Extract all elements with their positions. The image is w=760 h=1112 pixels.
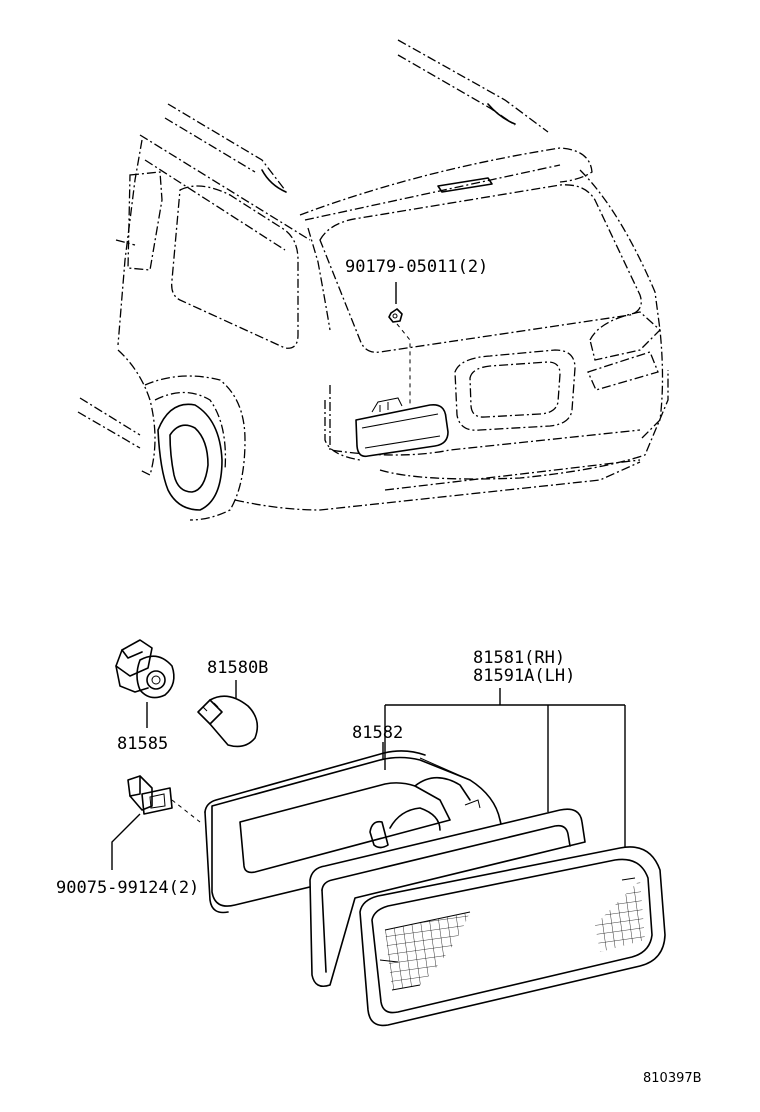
bulb-part (197, 680, 259, 748)
figure-code: 810397B (643, 1071, 702, 1086)
vehicle-rear-view (77, 39, 669, 521)
label-bulb-81580B: 81580B (207, 658, 268, 678)
nut-part (111, 775, 201, 870)
lamp-leader-bracket (384, 688, 626, 848)
label-nut-90075: 90075-99124(2) (56, 878, 199, 898)
lamp-on-vehicle (355, 397, 449, 458)
label-bolt-90179: 90179-05011(2) (345, 257, 488, 277)
label-lamp-lh: 81591A(LH) (473, 666, 575, 686)
gasket-part (309, 808, 586, 988)
lens-part (359, 846, 666, 1027)
label-lamp-rh: 81581(RH) (473, 648, 565, 668)
socket-part (115, 639, 175, 728)
housing-part (204, 742, 506, 914)
bolt-marker (388, 282, 411, 404)
label-socket-81585: 81585 (117, 734, 168, 754)
label-housing-81582: 81582 (352, 723, 403, 743)
